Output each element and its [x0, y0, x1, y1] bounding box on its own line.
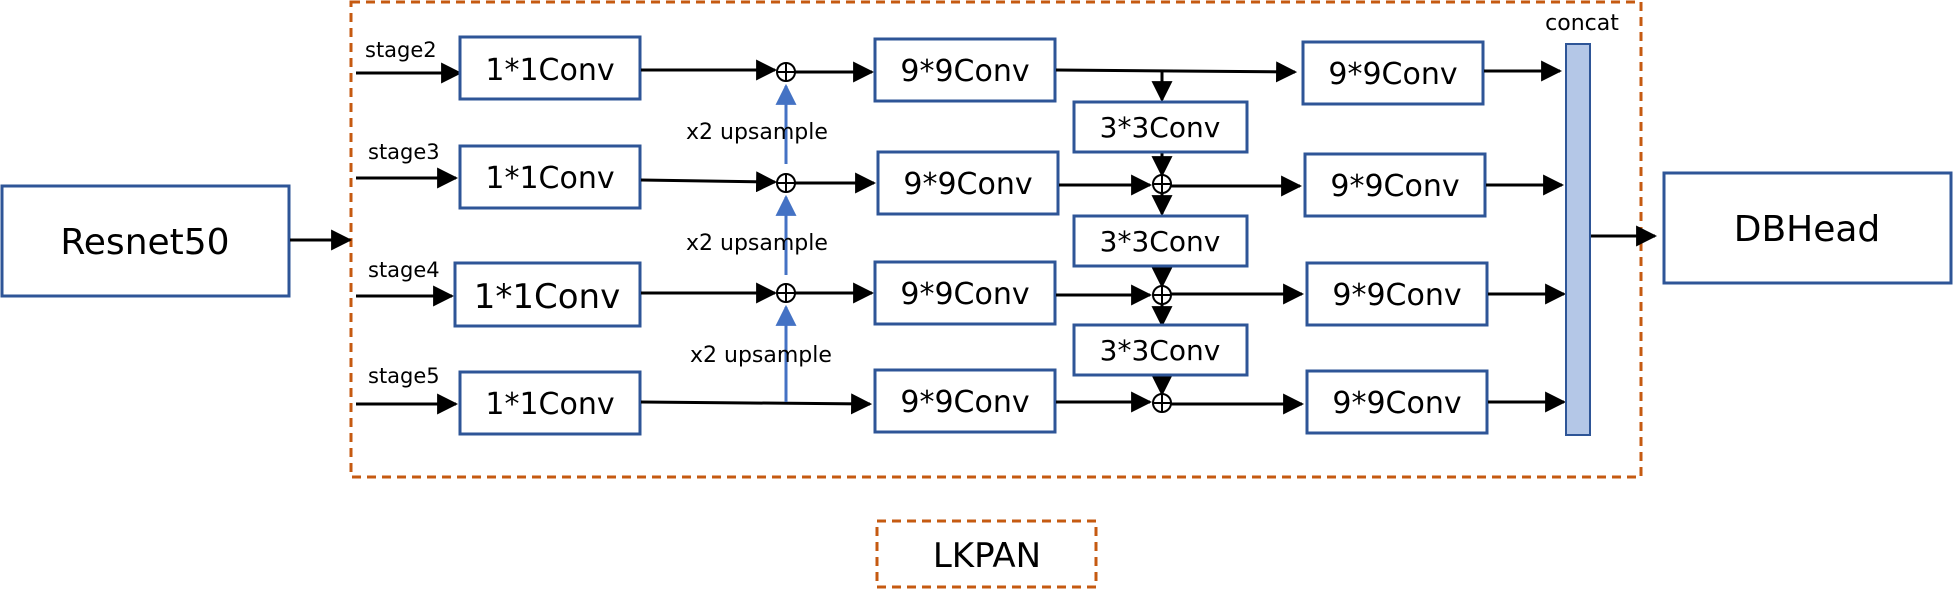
output-conv9x9-box	[1305, 369, 1489, 435]
conv9x9-box	[876, 150, 1060, 216]
add-node-icon	[1152, 393, 1172, 413]
dbhead-block	[1662, 171, 1953, 285]
conv9x9-label: 9*9Conv	[900, 54, 1029, 89]
conv1x1-box	[453, 261, 642, 328]
flow-arrow	[1055, 61, 1298, 83]
conv9x9-box	[873, 368, 1057, 434]
conv1x1-box	[458, 370, 642, 436]
conv9x9-box	[873, 37, 1057, 103]
conv9x9-label: 9*9Conv	[903, 167, 1032, 202]
output-conv9x9-box	[1303, 152, 1487, 218]
output-conv9x9-box	[1301, 40, 1485, 106]
flow-arrow	[640, 171, 778, 193]
add-node-icon	[776, 173, 796, 193]
concat-bar	[1565, 43, 1591, 436]
conv3x3-label: 3*3Conv	[1100, 334, 1221, 367]
flow-arrow	[640, 393, 873, 415]
concat-label: concat	[1545, 11, 1619, 36]
conv9x9-box	[873, 260, 1057, 326]
upsample-label: x2 upsample	[690, 343, 832, 368]
lkpan-label: LKPAN	[933, 536, 1041, 576]
output-conv9x9-label: 9*9Conv	[1332, 386, 1461, 421]
add-node-icon	[1152, 285, 1172, 305]
conv9x9-label: 9*9Conv	[900, 277, 1029, 312]
conv1x1-box	[458, 35, 642, 101]
output-conv9x9-box	[1305, 261, 1489, 327]
stage-label: stage4	[368, 258, 440, 282]
conv1x1-box	[458, 144, 642, 210]
conv1x1-label: 1*1Conv	[474, 277, 620, 317]
resnet50-block	[0, 184, 291, 298]
conv3x3-box	[1072, 323, 1249, 377]
resnet50-label: Resnet50	[60, 222, 229, 263]
add-node-icon	[776, 62, 796, 82]
add-node-icon	[1152, 174, 1172, 194]
lkpan-label-box	[875, 519, 1098, 589]
conv1x1-label: 1*1Conv	[485, 161, 614, 196]
output-conv9x9-label: 9*9Conv	[1332, 278, 1461, 313]
add-node-icon	[776, 283, 796, 303]
stage-label: stage3	[368, 140, 440, 164]
upsample-label: x2 upsample	[686, 120, 828, 145]
conv3x3-box	[1072, 214, 1249, 268]
output-conv9x9-label: 9*9Conv	[1330, 169, 1459, 204]
conv3x3-label: 3*3Conv	[1100, 225, 1221, 258]
stage-label: stage5	[368, 364, 440, 388]
output-conv9x9-label: 9*9Conv	[1328, 57, 1457, 92]
dbhead-label: DBHead	[1734, 209, 1881, 250]
conv3x3-box	[1072, 100, 1249, 154]
conv3x3-label: 3*3Conv	[1100, 111, 1221, 144]
conv1x1-label: 1*1Conv	[485, 53, 614, 88]
upsample-label: x2 upsample	[686, 231, 828, 256]
stage-label: stage2	[365, 38, 437, 62]
conv1x1-label: 1*1Conv	[485, 387, 614, 422]
conv9x9-label: 9*9Conv	[900, 385, 1029, 420]
